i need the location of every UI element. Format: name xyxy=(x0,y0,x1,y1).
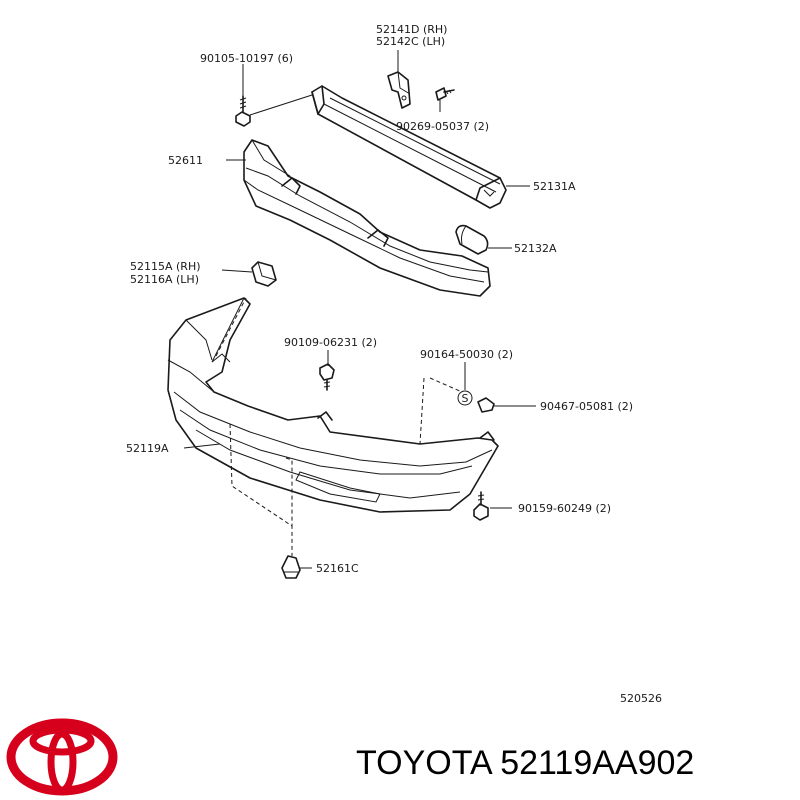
label-52141d: 52141D (RH) xyxy=(376,23,447,36)
label-90467: 90467-05081 (2) xyxy=(540,400,633,413)
clip-52161c xyxy=(281,555,301,579)
label-52132a: 52132A xyxy=(514,242,557,255)
label-90105: 90105-10197 (6) xyxy=(200,52,293,65)
label-90269: 90269-05037 (2) xyxy=(396,120,489,133)
label-52142c: 52142C (LH) xyxy=(376,35,445,48)
nut-90467 xyxy=(477,397,495,413)
label-52116a: 52116A (LH) xyxy=(130,273,199,286)
retainer-52115a xyxy=(251,261,277,287)
clip-90164-letter: S xyxy=(462,392,469,405)
label-52611: 52611 xyxy=(168,154,203,167)
diagram-id: 520526 xyxy=(620,692,662,705)
energy-absorber xyxy=(243,139,491,297)
leader-lines xyxy=(183,50,536,569)
brand-part-number: TOYOTA 52119AA902 xyxy=(356,744,694,782)
bracket-52141d xyxy=(387,71,411,109)
toyota-logo xyxy=(6,718,118,796)
label-90164: 90164-50030 (2) xyxy=(420,348,513,361)
screw-90269 xyxy=(435,87,455,101)
bolt-90105 xyxy=(235,95,251,127)
label-52131a: 52131A xyxy=(533,180,576,193)
reinforcement-beam xyxy=(311,85,507,209)
label-52115a: 52115A (RH) xyxy=(130,260,201,273)
spacer-52132a xyxy=(455,224,489,255)
clip-90164: S xyxy=(457,390,473,406)
bumper-cover xyxy=(167,297,499,513)
label-90109: 90109-06231 (2) xyxy=(284,336,377,349)
bolt-90109 xyxy=(319,363,335,391)
label-90159: 90159-60249 (2) xyxy=(518,502,611,515)
label-52119a: 52119A xyxy=(126,442,169,455)
label-52161c: 52161C xyxy=(316,562,359,575)
bolt-90159 xyxy=(473,491,489,521)
assembly-dashed-lines xyxy=(215,297,463,556)
